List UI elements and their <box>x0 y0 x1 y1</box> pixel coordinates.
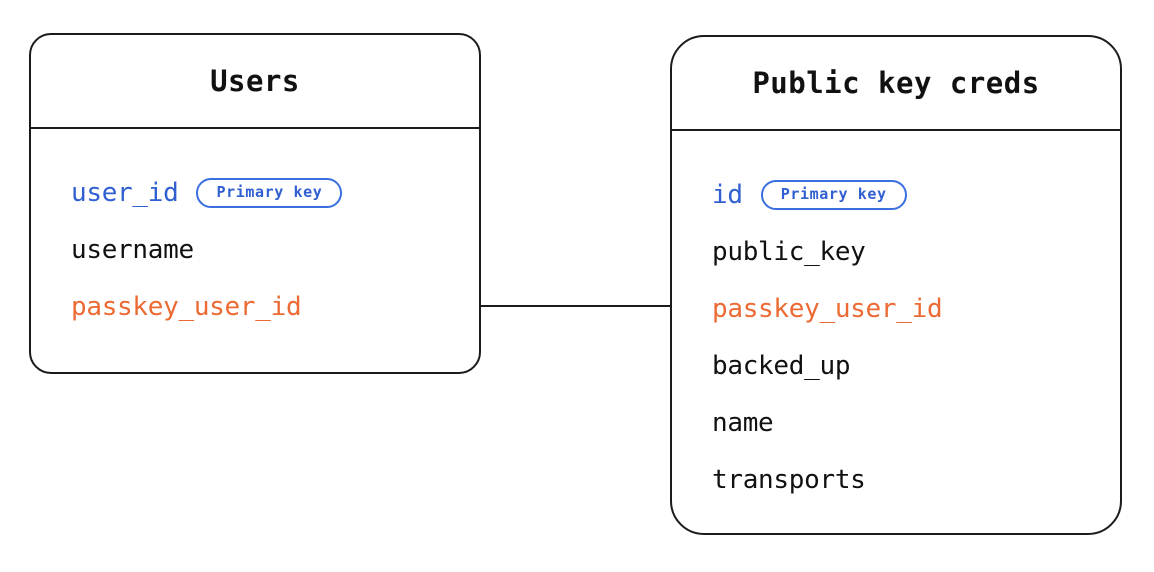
entity-title-users: Users <box>210 64 300 98</box>
field-row-username[interactable]: username <box>31 221 479 278</box>
field-name-passkey-user-id: passkey_user_id <box>71 291 302 322</box>
field-row-user-id[interactable]: user_id Primary key <box>31 164 479 221</box>
entity-title-public-key-creds: Public key creds <box>752 66 1040 100</box>
primary-key-badge: Primary key <box>196 177 343 208</box>
entity-card-public-key-creds[interactable]: Public key creds id Primary key public_k… <box>670 35 1122 535</box>
field-name-passkey-user-id: passkey_user_id <box>712 293 943 324</box>
field-name-id: id <box>712 179 743 210</box>
field-name-backed-up: backed_up <box>712 350 851 381</box>
field-name-user-id: user_id <box>71 177 179 208</box>
field-name-name: name <box>712 407 774 438</box>
field-name-public-key: public_key <box>712 236 866 267</box>
entity-header-divider <box>670 129 1122 131</box>
field-row-public-key[interactable]: public_key <box>672 223 1120 280</box>
field-list-users: user_id Primary key username passkey_use… <box>31 164 479 335</box>
field-row-backed-up[interactable]: backed_up <box>672 337 1120 394</box>
field-name-transports: transports <box>712 464 866 495</box>
field-row-passkey-user-id[interactable]: passkey_user_id <box>31 278 479 335</box>
entity-card-users[interactable]: Users user_id Primary key username passk… <box>29 33 481 374</box>
entity-header-divider <box>29 127 481 129</box>
primary-key-badge: Primary key <box>760 179 907 210</box>
field-row-transports[interactable]: transports <box>672 451 1120 508</box>
field-list-public-key-creds: id Primary key public_key passkey_user_i… <box>672 166 1120 508</box>
relationship-connector-line <box>479 305 672 307</box>
field-row-passkey-user-id[interactable]: passkey_user_id <box>672 280 1120 337</box>
field-row-name[interactable]: name <box>672 394 1120 451</box>
field-name-username: username <box>71 234 194 265</box>
field-row-id[interactable]: id Primary key <box>672 166 1120 223</box>
